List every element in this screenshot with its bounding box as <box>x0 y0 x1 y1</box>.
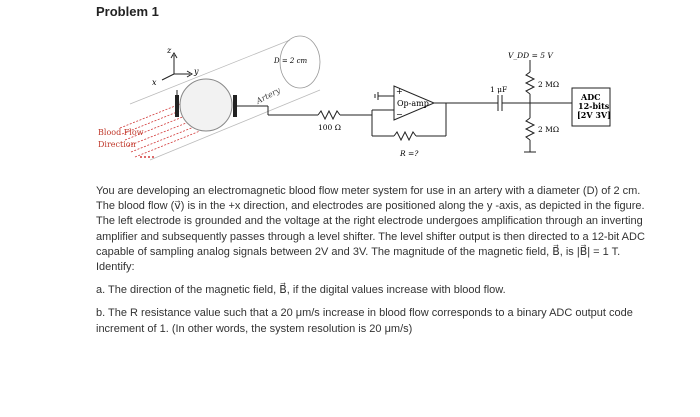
adc-bits: 12-bits <box>578 101 610 111</box>
axis-z-label: z <box>166 46 172 55</box>
left-electrode <box>175 95 179 117</box>
resistor-r-label: R =? <box>399 149 419 158</box>
problem-title: Problem 1 <box>96 4 159 19</box>
direction-label: Direction <box>98 140 136 149</box>
question-a: a. The direction of the magnetic field, … <box>96 284 506 297</box>
adc-box <box>571 87 611 127</box>
vdd-label: V_DD = 5 V <box>508 51 554 60</box>
resistor-bottom-label: 2 MΩ <box>538 125 559 134</box>
resistor-100-label: 100 Ω <box>318 123 341 132</box>
opamp-ground-icon <box>374 92 394 100</box>
resistor-r-icon <box>393 130 417 142</box>
opamp-label: Op-amp <box>397 99 429 108</box>
right-electrode <box>233 95 237 117</box>
problem-paragraph: You are developing an electromagnetic bl… <box>96 185 645 274</box>
axis-x-label: x <box>152 78 157 87</box>
circuit-figure: z y x D = 2 cm Artery 100 Ω <box>98 35 611 161</box>
question-b: b. The R resistance value such that a 20… <box>96 307 633 335</box>
adc-range: [2V 3V] <box>577 110 611 120</box>
resistor-100-icon <box>317 109 341 121</box>
divider-wire <box>524 60 572 153</box>
adc-label: ADC <box>580 92 601 102</box>
axes-icon <box>161 52 193 81</box>
feedback-wire <box>371 102 498 142</box>
artery-tube <box>129 35 321 161</box>
resistor-bottom-icon <box>524 117 536 141</box>
diameter-label: D = 2 cm <box>273 57 308 65</box>
vessel-cross-section <box>179 78 233 132</box>
capacitor-label: 1 μF <box>490 85 507 94</box>
artery-label: Artery <box>254 85 282 106</box>
opamp-plus: + <box>396 87 403 96</box>
opamp-symbol <box>393 85 436 121</box>
input-wire <box>237 105 394 121</box>
opamp-minus: − <box>396 110 403 119</box>
resistor-top-icon <box>524 71 536 95</box>
capacitor-icon <box>497 95 540 111</box>
resistor-top-label: 2 MΩ <box>538 80 559 89</box>
blood-flow-label: Blood Flow <box>98 128 144 137</box>
axis-y-label: y <box>193 67 199 76</box>
problem-body: You are developing an electromagnetic bl… <box>96 184 656 345</box>
